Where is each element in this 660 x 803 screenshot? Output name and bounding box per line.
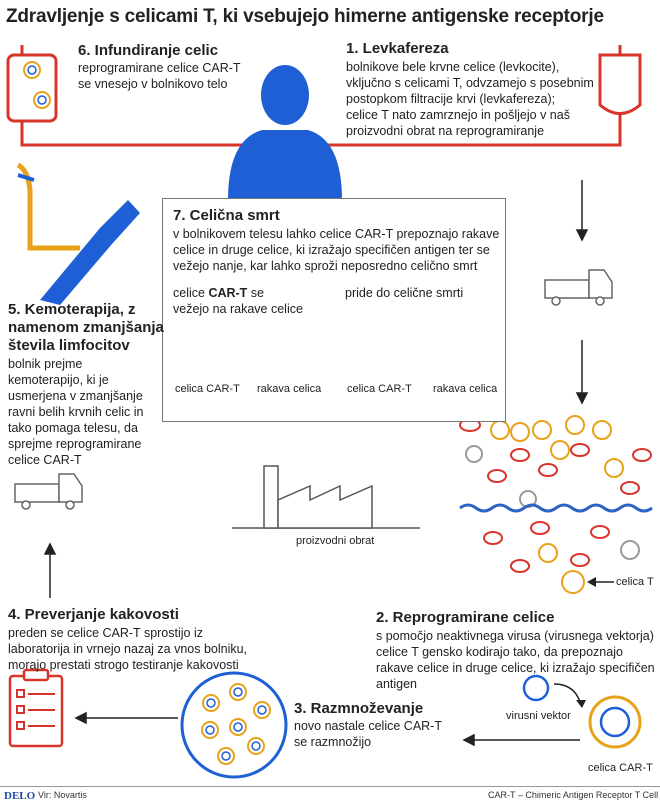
step6-heading: 6. Infundiranje celic — [78, 42, 219, 59]
arrow-left-bottom-2 — [462, 733, 580, 747]
factory-icon — [232, 465, 420, 529]
step1-text: bolnikove bele krvne celice (levkocite),… — [346, 60, 594, 138]
step7-heading: 7. Celična smrt — [173, 207, 280, 224]
source-text: Vir: Novartis — [38, 790, 87, 800]
step7-text: v bolnikovem telesu lahko celice CAR-T p… — [173, 227, 500, 273]
step2-text: s pomočjo neaktivnega virusa (virusnega … — [376, 629, 655, 691]
arm-iv-icon — [16, 162, 140, 305]
celica-t-label: celica T — [616, 576, 654, 588]
patient-silhouette-icon — [228, 65, 342, 200]
virus-vector-label: virusni vektor — [506, 710, 571, 722]
step2-heading: 2. Reprogramirane celice — [376, 609, 555, 626]
step7-label-cancer-1: rakava celica — [257, 383, 322, 395]
arrow-left-bottom-1 — [74, 711, 178, 725]
step7-label-cart-1: celica CAR-T — [175, 383, 240, 395]
step4-heading: 4. Preverjanje kakovosti — [8, 606, 179, 623]
truck-left-icon — [14, 473, 83, 510]
step1-heading: 1. Levkafereza — [346, 40, 449, 57]
factory-label: proizvodni obrat — [296, 535, 375, 547]
clipboard-icon — [8, 668, 64, 748]
step7-label-cart-2: celica CAR-T — [347, 383, 412, 395]
arrow-up-left — [43, 542, 57, 598]
footnote-text: CAR-T – Chimeric Antigen Receptor T Cell — [488, 790, 659, 800]
blood-cell-cluster — [459, 415, 653, 594]
virus-vector-icon — [522, 674, 586, 708]
car-t-cell-icon — [588, 695, 642, 749]
petri-dish-icon — [180, 671, 288, 779]
step7-right-caption: pride do celične smrti — [345, 286, 464, 300]
arrow-down-right-2 — [575, 340, 589, 405]
page-title: Zdravljenje s celicami T, ki vsebujejo h… — [6, 6, 604, 27]
brand-logo: DELO — [4, 790, 36, 802]
right-blood-bag-icon — [598, 45, 642, 115]
step7-label-cancer-2: rakava celica — [433, 383, 498, 395]
car-t-cell-label: celica CAR-T — [588, 762, 653, 774]
step3-heading: 3. Razmnoževanje — [294, 700, 424, 717]
left-blood-bag-icon — [6, 45, 58, 123]
footer-divider — [0, 786, 660, 787]
truck-right-icon — [544, 269, 613, 306]
step7-box: 7. Celična smrt v bolnikovem telesu lahk… — [162, 198, 506, 422]
arrow-down-right-1 — [575, 180, 589, 242]
